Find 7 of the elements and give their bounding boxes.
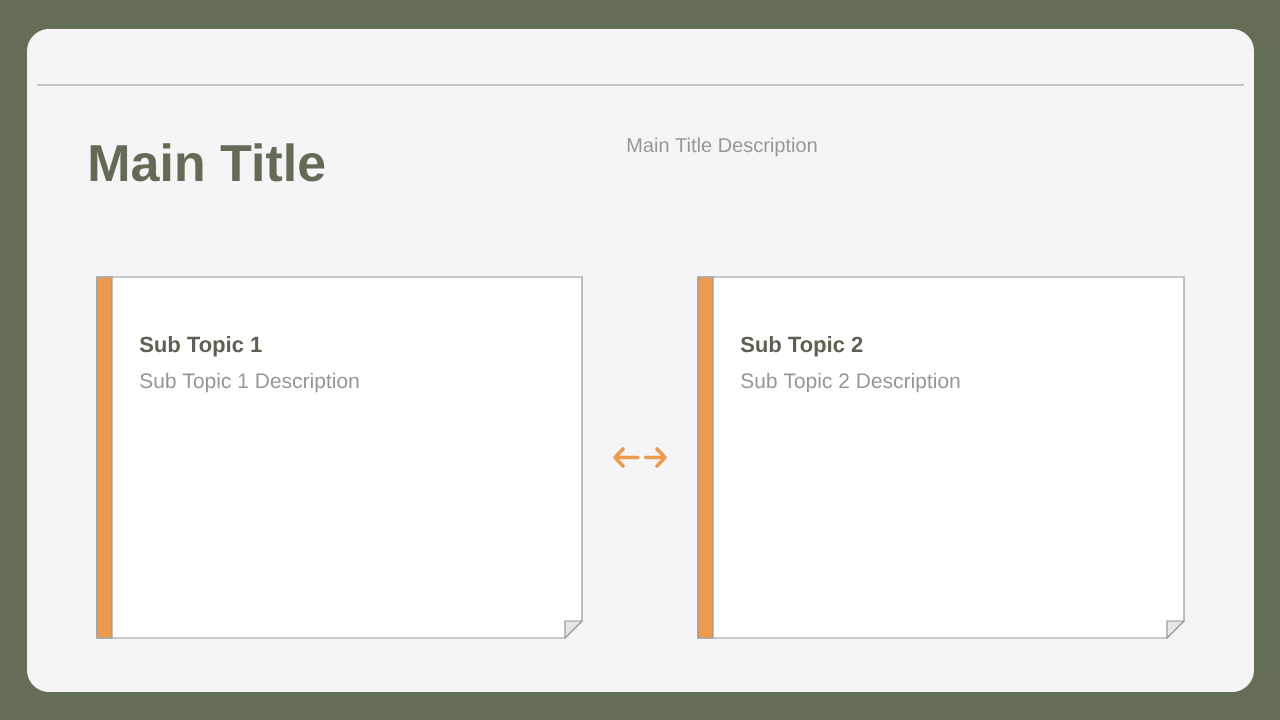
card-description: Sub Topic 2 Description [741, 372, 960, 393]
card-description: Sub Topic 1 Description [140, 372, 359, 393]
double-arrow [613, 447, 667, 468]
card-heading: Sub Topic 1 [139, 336, 262, 357]
title: Main Title [90, 143, 325, 182]
card-heading: Sub Topic 2 [740, 336, 863, 357]
subtitle: Main Title Description [627, 137, 817, 157]
